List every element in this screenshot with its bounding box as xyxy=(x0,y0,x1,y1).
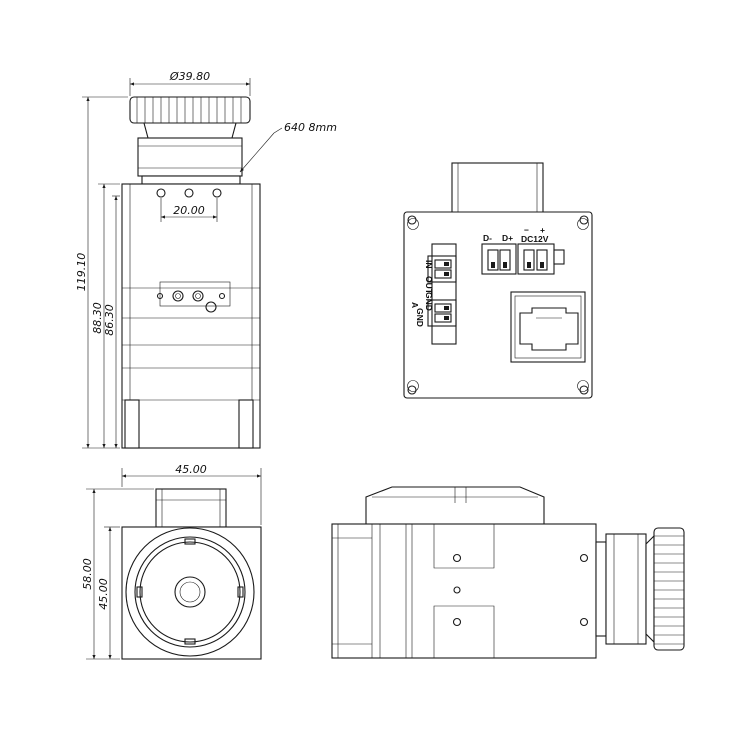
label-d-plus: D+ xyxy=(502,233,513,243)
dim-front-body: 45.00 xyxy=(97,578,110,610)
dim-hole-spacing: 20.00 xyxy=(173,204,205,217)
dim-height-a: 88.30 xyxy=(91,302,104,334)
side-view xyxy=(121,96,261,449)
top-view-knurl xyxy=(654,535,684,645)
rear-view: D- D+ − + DC12V OUT IN A GND GND xyxy=(403,162,593,399)
io-connectors xyxy=(427,243,457,345)
label-gnd-2: GND xyxy=(415,308,425,327)
front-view xyxy=(121,488,262,660)
dim-front-width: 45.00 xyxy=(175,463,207,476)
dim-lens-note: 640 8mm xyxy=(284,121,337,134)
dim-height-b: 86.30 xyxy=(103,304,116,336)
rs485-connector xyxy=(481,243,517,275)
label-plus: + xyxy=(540,225,545,235)
label-minus: − xyxy=(524,225,529,235)
dim-top-diameter: Ø39.80 xyxy=(169,70,210,83)
dim-height-total: 119.10 xyxy=(75,253,88,292)
side-view-dimensions: Ø39.80 640 8mm 119.10 88.30 86.30 20.00 xyxy=(75,70,337,449)
dim-front-height: 58.00 xyxy=(81,558,94,590)
label-gnd-1: GND xyxy=(424,292,434,311)
label-a: A xyxy=(410,302,420,308)
front-view-dimensions: 45.00 58.00 45.00 xyxy=(81,463,262,660)
top-view xyxy=(331,486,685,659)
label-power: DC12V xyxy=(521,234,549,244)
label-in: IN xyxy=(424,260,434,269)
label-out: OUT xyxy=(424,276,434,295)
rj45-port xyxy=(510,291,586,363)
power-connector xyxy=(517,243,565,275)
label-d-minus: D- xyxy=(483,233,492,243)
knurl-lines xyxy=(136,97,242,123)
